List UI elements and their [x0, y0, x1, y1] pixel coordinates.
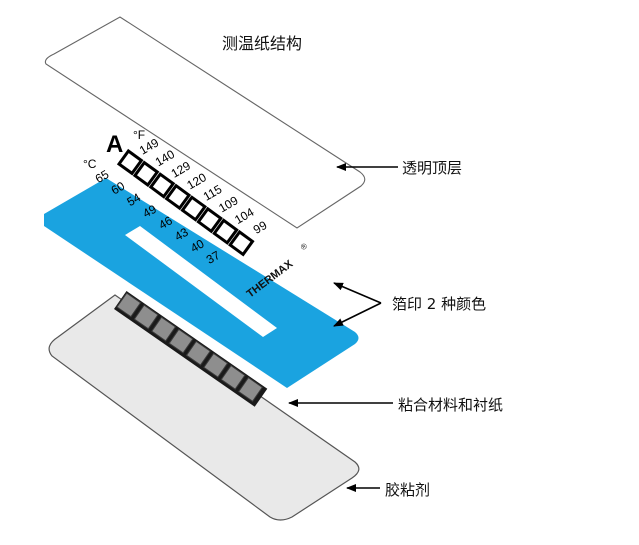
registered-mark: ® [299, 241, 309, 252]
celsius-label: 54 [125, 190, 144, 209]
fahrenheit-unit: °F [133, 128, 145, 142]
grade-letter: A [106, 131, 123, 158]
liner-cell-row [114, 291, 268, 407]
scale-cell [164, 183, 192, 211]
scale-cell [116, 148, 144, 176]
adhesive-liner [48, 294, 360, 521]
scale-cell [227, 229, 255, 257]
label-top-layer: 透明顶层 [402, 159, 463, 177]
label-glue: 胶粘剂 [385, 481, 431, 499]
fahrenheit-label: 99 [251, 218, 270, 237]
scale-cell-row [116, 148, 255, 257]
celsius-label: 46 [156, 213, 175, 232]
scale-cell [212, 218, 239, 245]
liner-cell [238, 376, 263, 402]
scale-cell [180, 195, 207, 222]
adhesive-layer [48, 291, 360, 521]
celsius-label: 60 [109, 179, 128, 198]
liner-cell [220, 364, 246, 390]
liner-cell [151, 316, 177, 342]
celsius-label: 37 [204, 248, 223, 267]
scale-cell [148, 172, 176, 199]
top-layer [44, 16, 366, 229]
scale-cell [196, 206, 223, 234]
callout-arrows [288, 163, 398, 492]
celsius-label: 40 [188, 236, 207, 255]
liner-cell [133, 304, 159, 330]
foil-layer [44, 178, 359, 388]
celsius-label: 43 [172, 225, 191, 244]
foil-arrow-lower [333, 302, 382, 327]
liner-cell [116, 292, 142, 318]
liner-cell [168, 328, 194, 354]
label-adhesive-liner: 粘合材料和衬纸 [398, 396, 504, 414]
foil-arrow-upper [333, 282, 382, 304]
foil-window [125, 226, 277, 337]
liner-cell [185, 340, 211, 366]
label-foil-print: 箔印 2 种颜色 [392, 295, 487, 313]
scale-cell [132, 160, 160, 188]
diagram-title: 测温纸结构 [222, 34, 303, 53]
celsius-label: 65 [93, 167, 112, 186]
celsius-label: 49 [140, 202, 159, 221]
transparent-sheet [44, 16, 366, 229]
celsius-unit: °C [83, 157, 97, 171]
liner-cell [203, 352, 229, 378]
